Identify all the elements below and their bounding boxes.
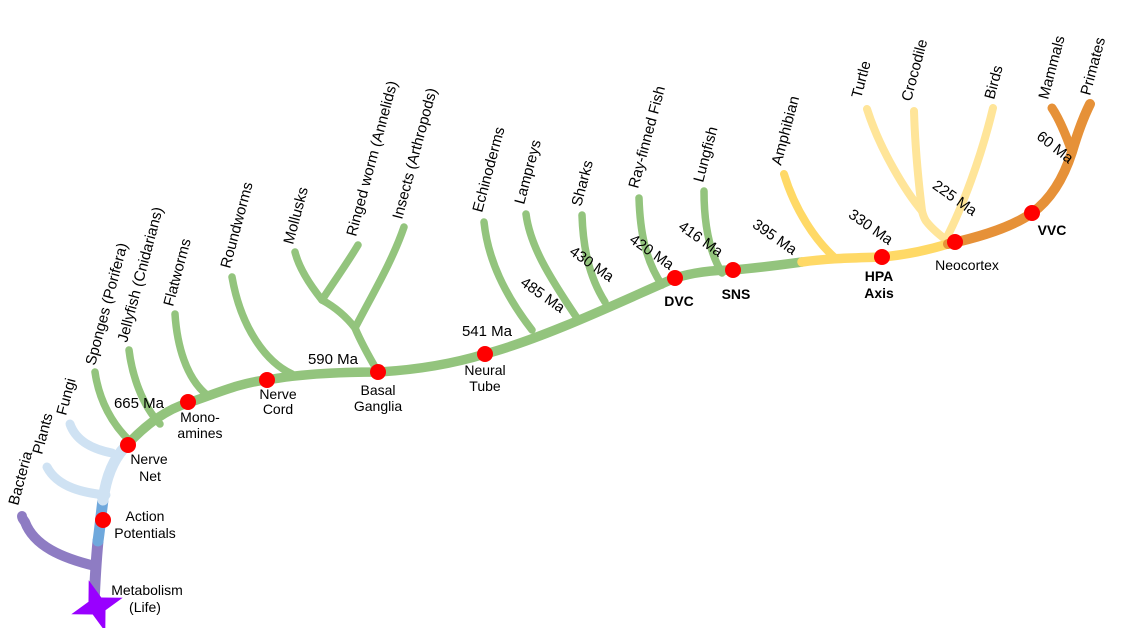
- monoamines-dot: [180, 394, 196, 410]
- life-origin-star-icon: [71, 580, 123, 628]
- milestone-labels-group: Metabolism (Life) Action Potentials Nerv…: [111, 222, 1066, 615]
- insects-label: Insects (Arthropods): [389, 86, 440, 221]
- nerve-cord-label-line1: Nerve: [259, 386, 297, 402]
- vvc-dot: [1024, 205, 1040, 221]
- crocodile-label: Crocodile: [898, 37, 931, 103]
- dvc-label: DVC: [664, 293, 694, 309]
- action-potentials-dot: [95, 512, 111, 528]
- bacteria-label: Bacteria: [5, 449, 36, 507]
- nerve-net-label-line1: Nerve: [130, 451, 168, 467]
- action-potentials-label-line2: Potentials: [114, 525, 175, 541]
- monoamines-label-line1: Mono-: [180, 409, 220, 425]
- fungi-branch: [65, 419, 117, 458]
- trunk-green-segment: [121, 257, 807, 451]
- nerve-cord-dot: [259, 372, 275, 388]
- mollusks-branch: [291, 248, 326, 304]
- roundworms-branch: [228, 273, 296, 378]
- mollusks-label: Mollusks: [280, 185, 312, 246]
- amphibian-label: Amphibian: [768, 94, 803, 167]
- primates-label: Primates: [1077, 35, 1109, 97]
- neocortex-dot: [947, 234, 963, 250]
- fungi-label: Fungi: [53, 376, 79, 417]
- nerve-net-dot: [120, 437, 136, 453]
- bacteria-branch: [17, 511, 100, 571]
- date-labels-group: 665 Ma 590 Ma 541 Ma 485 Ma 430 Ma 420 M…: [114, 128, 1077, 412]
- date-416ma: 416 Ma: [675, 218, 726, 261]
- trunk-orange-segment: [943, 99, 1095, 249]
- flatworms-label: Flatworms: [160, 237, 194, 308]
- neural-tube-label-line1: Neural: [464, 362, 505, 378]
- date-665ma: 665 Ma: [114, 395, 165, 412]
- ringed-worm-branch: [318, 241, 362, 304]
- birds-label: Birds: [981, 64, 1006, 101]
- monoamines-label-line2: amines: [177, 425, 222, 441]
- ray-finned-fish-branch: [635, 194, 666, 289]
- plants-label: Plants: [29, 411, 56, 456]
- nerve-cord-label-line2: Cord: [263, 401, 293, 417]
- plants-branch: [42, 462, 111, 500]
- hpa-axis-label-line1: HPA: [865, 268, 894, 284]
- lampreys-label: Lampreys: [511, 138, 544, 206]
- flatworms-branch: [171, 310, 211, 399]
- date-330ma: 330 Ma: [845, 206, 896, 249]
- metabolism-label-line1: Metabolism: [111, 582, 183, 598]
- sns-dot: [725, 262, 741, 278]
- neocortex-label: Neocortex: [935, 257, 999, 273]
- amphibian-branch: [780, 170, 839, 262]
- neural-tube-dot: [477, 346, 493, 362]
- basal-ganglia-dot: [370, 364, 386, 380]
- date-395ma: 395 Ma: [749, 216, 800, 259]
- echinoderms-branch: [480, 218, 536, 334]
- roundworms-label: Roundworms: [217, 180, 256, 270]
- date-590ma: 590 Ma: [308, 351, 359, 368]
- date-541ma: 541 Ma: [462, 323, 513, 340]
- metabolism-label-line2: (Life): [129, 599, 161, 615]
- sharks-label: Sharks: [568, 159, 597, 208]
- action-potentials-label-line1: Action: [126, 508, 165, 524]
- turtle-label: Turtle: [848, 59, 874, 100]
- basal-ganglia-label-line2: Ganglia: [354, 398, 402, 414]
- mammals-label: Mammals: [1035, 34, 1068, 101]
- turtle-branch: [863, 105, 926, 215]
- basal-ganglia-label-line1: Basal: [360, 382, 395, 398]
- sns-label: SNS: [722, 286, 751, 302]
- birds-branch: [942, 104, 997, 243]
- insects-branch: [351, 223, 408, 332]
- branches-group: [17, 103, 1077, 571]
- lungfish-branch: [700, 187, 726, 277]
- dvc-dot: [667, 270, 683, 286]
- jellyfish-branch: [125, 346, 164, 428]
- ray-finned-fish-label: Ray-finned Fish: [625, 84, 669, 190]
- lungfish-label: Lungfish: [690, 125, 721, 184]
- milestone-dots-group: [95, 205, 1040, 528]
- vvc-label: VVC: [1038, 222, 1067, 238]
- hpa-axis-label-line2: Axis: [864, 285, 894, 301]
- neural-tube-label-line2: Tube: [469, 378, 501, 394]
- hpa-axis-dot: [874, 249, 890, 265]
- sharks-branch: [578, 211, 609, 306]
- lampreys-branch: [522, 210, 581, 322]
- nerve-net-label-line2: Net: [139, 468, 161, 484]
- crocodile-branch: [910, 107, 926, 215]
- echinoderms-label: Echinoderms: [469, 125, 508, 214]
